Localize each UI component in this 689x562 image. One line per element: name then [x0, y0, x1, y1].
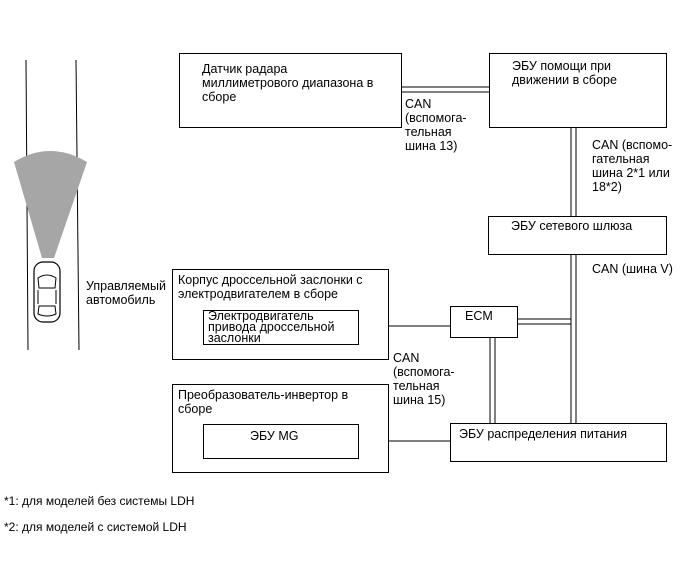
radar-sensor-label: Датчик радара миллиметрового диапазона в…: [202, 62, 374, 104]
gateway-ecu-box: ЭБУ сетевого шлюза: [488, 216, 667, 255]
vehicle-label: Управляемый автомобиль: [86, 279, 166, 307]
throttle-motor-box: Электродвигатель привода дроссельной зас…: [203, 310, 359, 345]
power-dist-ecu-box: ЭБУ распределения питания: [450, 423, 667, 462]
throttle-motor-label: Электродвигатель привода дроссельной зас…: [208, 309, 335, 345]
radar-sensor-box: Датчик радара миллиметрового диапазона в…: [179, 53, 402, 128]
mg-ecu-label: ЭБУ MG: [250, 429, 299, 443]
ecm-label: ECM: [465, 309, 493, 323]
can-bus-v: [518, 255, 577, 423]
drive-assist-ecu-label: ЭБУ помощи при движении в сборе: [512, 59, 617, 87]
can-2-18-label: CAN (вспомо- гательная шина 2*1 или 18*2…: [592, 138, 673, 194]
inverter-label: Преобразователь-инвертор в сборе: [178, 388, 349, 416]
can-bus-15: [489, 338, 496, 423]
drive-assist-ecu-box: ЭБУ помощи при движении в сборе: [489, 53, 667, 128]
can-v-label: CAN (шина V): [592, 262, 673, 276]
vehicle-icon: [33, 261, 61, 323]
throttle-body-label: Корпус дроссельной заслонки с электродви…: [178, 273, 363, 301]
gateway-ecu-label: ЭБУ сетевого шлюза: [511, 219, 633, 233]
can-15-label: CAN (вспомога- тельная шина 15): [393, 351, 455, 407]
can-13-label: CAN (вспомога- тельная шина 13): [405, 97, 467, 153]
can-bus-2-18: [570, 128, 577, 216]
power-dist-ecu-label: ЭБУ распределения питания: [459, 427, 628, 441]
footnote-1: *1: для моделей без системы LDH: [4, 494, 195, 508]
radar-cone: [14, 151, 87, 258]
footnote-2: *2: для моделей с системой LDH: [4, 520, 187, 534]
ecm-box: ECM: [450, 306, 518, 338]
can-bus-13: [402, 86, 489, 93]
mg-ecu-box: ЭБУ MG: [203, 424, 359, 459]
